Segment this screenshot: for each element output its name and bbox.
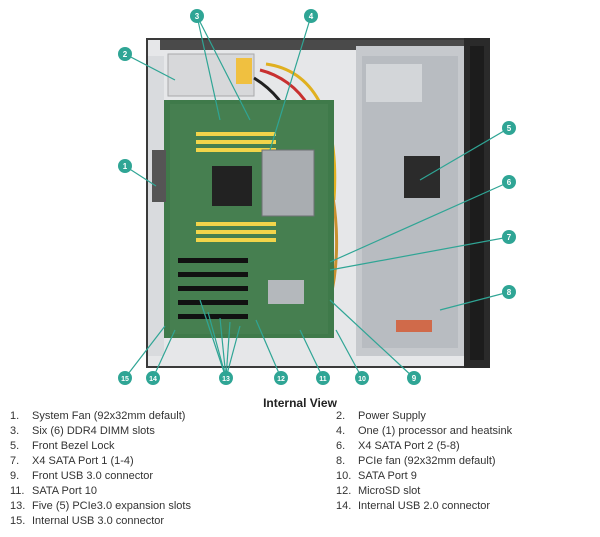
- callout-9: 9: [407, 371, 421, 385]
- cpu-socket: [212, 166, 252, 206]
- svg-text:14: 14: [149, 376, 157, 383]
- svg-text:9: 9: [412, 374, 417, 383]
- power-supply: [167, 53, 255, 97]
- svg-text:3: 3: [195, 12, 200, 21]
- callout-14: 14: [146, 371, 160, 385]
- legend-item: 4.One (1) processor and heatsink: [336, 425, 513, 437]
- callout-12: 12: [274, 371, 288, 385]
- svg-text:10: 10: [358, 376, 366, 383]
- callout-10: 10: [355, 371, 369, 385]
- legend-item: 8.PCIe fan (92x32mm default): [336, 455, 496, 467]
- callout-6: 6: [502, 175, 516, 189]
- legend-item: 10.SATA Port 9: [336, 470, 417, 482]
- server-internal-view-diagram: 1 2 3 4 5 6 7 8 9 10 11 12 13 14 15: [118, 9, 516, 385]
- svg-text:11: 11: [319, 376, 327, 383]
- motherboard: [164, 100, 334, 338]
- svg-text:7: 7: [507, 233, 512, 242]
- legend-item: 1.System Fan (92x32mm default): [10, 410, 186, 422]
- legend-item: 3.Six (6) DDR4 DIMM slots: [10, 425, 155, 437]
- callout-2: 2: [118, 47, 132, 61]
- callout-3: 3: [190, 9, 204, 23]
- svg-text:4: 4: [309, 12, 314, 21]
- legend-item: 2.Power Supply: [336, 410, 426, 422]
- callout-4: 4: [304, 9, 318, 23]
- legend-item: 5.Front Bezel Lock: [10, 440, 115, 452]
- callout-7: 7: [502, 230, 516, 244]
- callout-5: 5: [502, 121, 516, 135]
- svg-text:5: 5: [507, 124, 512, 133]
- callout-11: 11: [316, 371, 330, 385]
- dimm-slots: [196, 132, 276, 242]
- svg-text:13: 13: [222, 376, 230, 383]
- legend-item: 14.Internal USB 2.0 connector: [336, 500, 491, 512]
- chipset-heatsink: [268, 280, 304, 304]
- legend-item: 15.Internal USB 3.0 connector: [10, 515, 165, 527]
- svg-text:1: 1: [123, 162, 128, 171]
- legend-item: 9.Front USB 3.0 connector: [10, 470, 154, 482]
- callout-13: 13: [219, 371, 233, 385]
- leader-lines: [124, 15, 510, 379]
- svg-text:6: 6: [507, 178, 512, 187]
- callout-8: 8: [502, 285, 516, 299]
- legend-item: 7.X4 SATA Port 1 (1-4): [10, 455, 134, 467]
- processor-heatsink: [261, 149, 315, 217]
- legend-item: 13.Five (5) PCIe3.0 expansion slots: [10, 500, 191, 512]
- callout-15: 15: [118, 371, 132, 385]
- legend-item: 11.SATA Port 10: [10, 485, 98, 497]
- svg-text:15: 15: [121, 376, 129, 383]
- system-fan: [152, 150, 166, 202]
- callouts: 1 2 3 4 5 6 7 8 9 10 11 12 13 14 15: [118, 9, 516, 385]
- legend-item: 6.X4 SATA Port 2 (5-8): [336, 440, 460, 452]
- pcie-slots: [178, 258, 248, 319]
- svg-text:2: 2: [123, 50, 128, 59]
- svg-text:12: 12: [277, 376, 285, 383]
- legend-item: 12.MicroSD slot: [336, 485, 421, 497]
- svg-text:8: 8: [507, 288, 512, 297]
- callout-1: 1: [118, 159, 132, 173]
- figure-caption: Internal View: [263, 396, 337, 410]
